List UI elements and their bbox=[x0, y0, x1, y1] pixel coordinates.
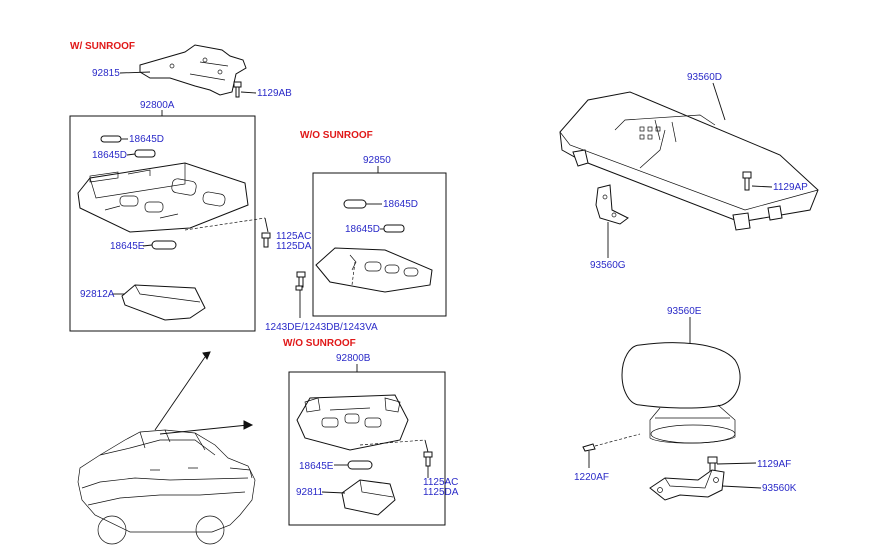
group-box-92800a bbox=[69, 115, 256, 332]
car-outline bbox=[77, 429, 256, 545]
screw-1125ac-a bbox=[261, 232, 271, 248]
group-box-92800b bbox=[288, 371, 446, 526]
label-18645d-a2: 18645D bbox=[92, 150, 127, 161]
label-93560d: 93560D bbox=[687, 72, 722, 83]
label-92812a: 92812A bbox=[80, 289, 115, 300]
label-92815: 92815 bbox=[92, 68, 120, 79]
bulb-18645d-a2 bbox=[134, 149, 156, 158]
group-box-92850 bbox=[312, 172, 447, 317]
label-18645d-b1: 18645D bbox=[383, 199, 418, 210]
map-lamp-92800a bbox=[77, 162, 249, 233]
label-1125da-a: 1125DA bbox=[276, 241, 312, 252]
header-without-sunroof-2: W/O SUNROOF bbox=[283, 338, 356, 349]
bulb-18645d-a1 bbox=[100, 135, 122, 143]
bulb-18645d-b2 bbox=[383, 224, 405, 233]
map-lamp-92800b bbox=[296, 394, 409, 451]
label-1129ab: 1129AB bbox=[257, 88, 292, 99]
dome-lamp-93560e bbox=[621, 342, 741, 444]
screw-1129ab bbox=[233, 81, 242, 98]
label-18645e-b: 18645E bbox=[299, 461, 334, 472]
label-93560g: 93560G bbox=[590, 260, 626, 271]
label-92800b: 92800B bbox=[336, 353, 371, 364]
label-18645d-b2: 18645D bbox=[345, 224, 380, 235]
label-1220af: 1220AF bbox=[574, 472, 609, 483]
lens-92812a bbox=[121, 284, 206, 321]
label-1125ac-a: 1125AC bbox=[276, 231, 311, 242]
bulb-18645e-a bbox=[151, 240, 177, 250]
bracket-92815 bbox=[139, 44, 247, 96]
label-1243: 1243DE/1243DB/1243VA bbox=[265, 322, 378, 333]
bulb-18645d-b1 bbox=[343, 199, 367, 209]
label-1125da-b: 1125DA bbox=[423, 487, 459, 498]
label-93560e: 93560E bbox=[667, 306, 702, 317]
label-92811: 92811 bbox=[296, 487, 324, 498]
overhead-console-93560d bbox=[559, 91, 819, 231]
lens-92811 bbox=[341, 479, 396, 516]
bulb-18645e-b bbox=[347, 460, 373, 470]
label-18645d-a1: 18645D bbox=[129, 134, 164, 145]
header-without-sunroof-1: W/O SUNROOF bbox=[300, 130, 373, 141]
bracket-93560k bbox=[649, 469, 725, 501]
screw-1129ap bbox=[742, 171, 752, 191]
label-93560k: 93560K bbox=[762, 483, 797, 494]
label-1125ac-b: 1125AC bbox=[423, 477, 458, 488]
screw-1243 bbox=[295, 271, 306, 291]
pin-1220af bbox=[582, 433, 641, 452]
screw-1125ac-b bbox=[423, 451, 433, 467]
label-1129af: 1129AF bbox=[757, 459, 791, 470]
label-92850: 92850 bbox=[363, 155, 391, 166]
label-18645e-a: 18645E bbox=[110, 241, 145, 252]
label-92800a: 92800A bbox=[140, 100, 175, 111]
room-lamp-92850 bbox=[315, 247, 433, 293]
label-1129ap: 1129AP bbox=[773, 182, 808, 193]
header-with-sunroof: W/ SUNROOF bbox=[70, 41, 135, 52]
bracket-93560g bbox=[595, 184, 629, 225]
